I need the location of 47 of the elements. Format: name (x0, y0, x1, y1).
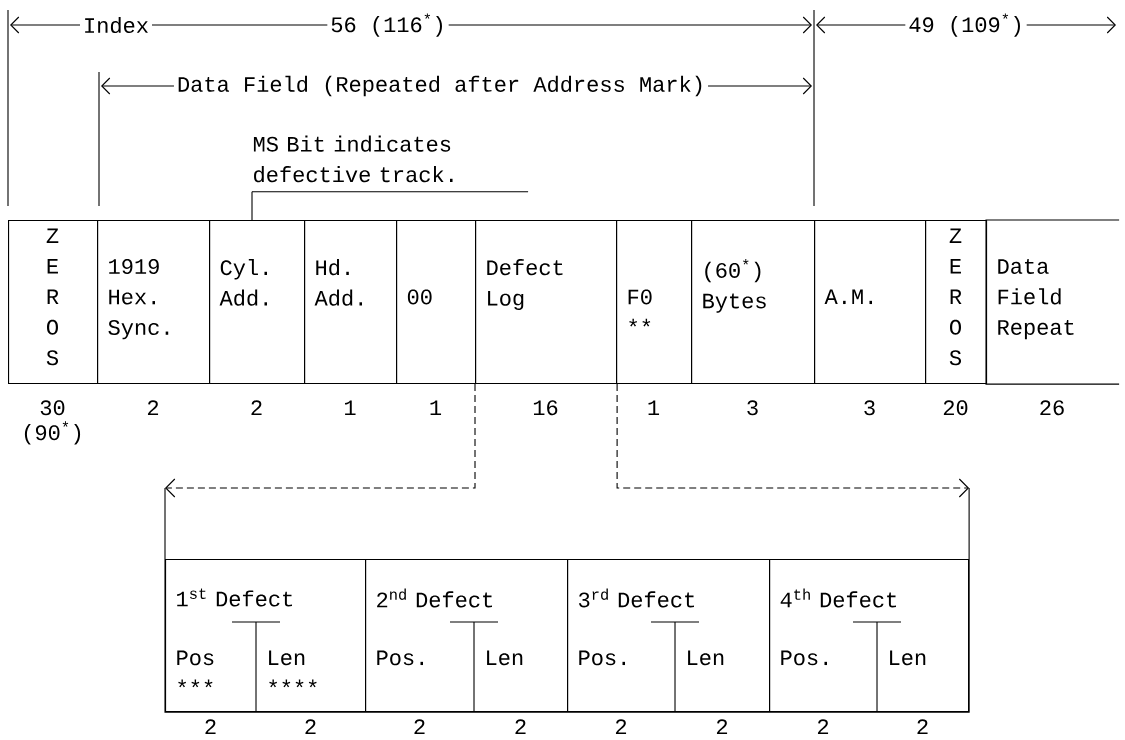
byte-count: 2 (251, 400, 262, 415)
subfield-cell: Len (876, 621, 926, 713)
byte-count: 2 (917, 719, 928, 734)
underlined-note: MS Bit indicates defective track. (251, 135, 529, 193)
byte-count: 26 (1040, 400, 1064, 416)
byte-count: 3 (864, 400, 875, 416)
field-cell: Z E R O S (925, 220, 988, 385)
byte-count: 2 (205, 719, 216, 734)
field-cell: (60$^{*}$) Bytes (691, 220, 816, 385)
field-cell: Data Field Repeat (985, 219, 1120, 385)
dimension-label: 56 (116$^{*}$) (327, 10, 449, 40)
field-cell: Hd. Add. (304, 220, 398, 385)
leader-line (251, 191, 253, 221)
field-cell: 00 (396, 220, 477, 385)
byte-count: 2 (817, 719, 829, 734)
field-cell: Defect Log (475, 220, 618, 385)
subfield-cell: Pos. (579, 650, 625, 666)
byte-count: 2 (515, 719, 526, 734)
arrow (165, 383, 476, 498)
dimension-label: Index (80, 13, 152, 37)
byte-count: 1 (648, 400, 660, 415)
byte-count: (90$^{*}$) (24, 421, 81, 445)
subfield-cell: Pos *** (177, 650, 214, 688)
byte-count: 16 (533, 400, 558, 416)
field-cell: 1919 Hex. Sync. (97, 220, 211, 385)
subfield-cell: Pos. (377, 650, 423, 666)
subfield-cell: Pos. (781, 650, 827, 666)
subfield-cell: Len (674, 621, 724, 713)
field-cell: Z E R O S (8, 220, 99, 385)
byte-count: 2 (147, 400, 159, 415)
byte-count: 30 (40, 400, 65, 416)
field-cell: F0 ** (616, 220, 693, 385)
subfield-cell: Len (473, 621, 523, 713)
dimension-label: 49 (109$^{*}$) (905, 10, 1027, 40)
byte-count: 1 (430, 400, 442, 415)
byte-count: 3 (747, 400, 758, 416)
byte-count: 2 (615, 719, 627, 734)
byte-count: 1 (345, 400, 356, 415)
field-cell: Cyl. Add. (209, 220, 306, 385)
arrow (616, 383, 970, 498)
byte-count: 2 (716, 719, 728, 734)
dimension-label: Data Field (Repeated after Address Mark) (173, 72, 709, 100)
field-cell: A.M. (814, 220, 927, 385)
byte-count: 20 (943, 400, 968, 416)
byte-count: 2 (305, 719, 316, 734)
byte-count: 2 (414, 719, 425, 734)
subfield-cell: Len **** (255, 621, 317, 713)
